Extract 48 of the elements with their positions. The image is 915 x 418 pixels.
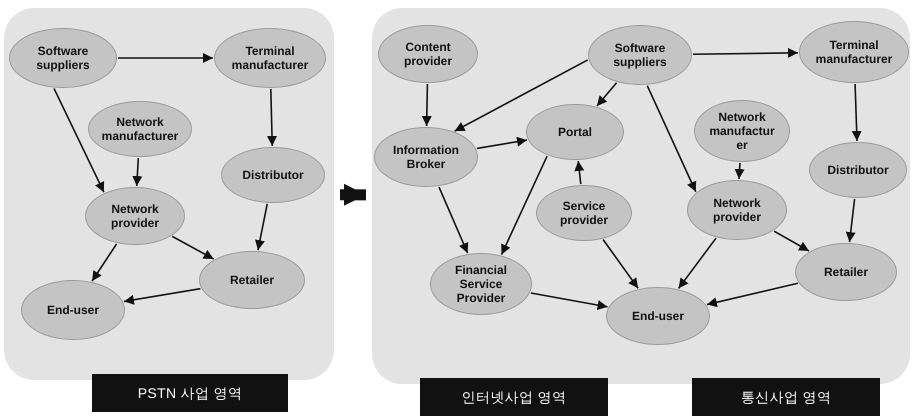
arrow: [124, 288, 200, 305]
node-label: Network manufactur er: [708, 110, 776, 152]
arrow: [596, 82, 618, 107]
arrow: [678, 238, 717, 289]
arrow: [340, 184, 366, 206]
arrow: [118, 53, 213, 63]
arrow: [574, 160, 584, 184]
node-label: Information Broker: [392, 143, 460, 171]
node-label: Software suppliers: [35, 44, 91, 72]
node-label: Network provider: [110, 202, 160, 230]
arrow: [500, 156, 548, 255]
node-label: Terminal manufacturer: [230, 44, 310, 72]
region-label: 통신사업 영역: [692, 378, 880, 416]
node-label: Distributor: [827, 163, 889, 177]
node-label: End-user: [632, 309, 684, 323]
arrow: [267, 88, 277, 146]
node-label: Distributor: [242, 168, 304, 182]
arrow: [438, 186, 468, 254]
arrow: [422, 84, 432, 126]
arrow: [692, 48, 798, 58]
arrow: [132, 158, 142, 186]
arrow: [774, 230, 810, 252]
node-label: Software suppliers: [612, 41, 668, 69]
node-label: Retailer: [230, 273, 274, 287]
arrow: [852, 84, 862, 142]
arrow: [706, 282, 798, 308]
node-label: Service provider: [558, 199, 609, 227]
node-label: Network manufacturer: [101, 115, 179, 143]
arrow: [646, 85, 697, 192]
node-label: Terminal manufacturer: [814, 38, 894, 66]
arrow: [602, 239, 639, 289]
arrow: [255, 204, 268, 250]
region-label: 인터넷사업 영역: [420, 378, 608, 416]
arrow: [476, 136, 528, 150]
arrow: [172, 236, 214, 260]
arrow: [734, 162, 745, 180]
arrow: [530, 292, 608, 310]
arrow: [91, 243, 118, 282]
arrow: [53, 88, 105, 193]
node-label: Retailer: [824, 265, 868, 279]
node-label: End-user: [46, 303, 99, 317]
arrow: [454, 59, 588, 132]
arrow: [846, 198, 856, 242]
node-label: Content provider: [402, 40, 453, 68]
region-label: PSTN 사업 영역: [92, 374, 288, 412]
node-label: Network provider: [712, 196, 762, 224]
node-label: Financial Service Provider: [454, 263, 508, 305]
node-label: Portal: [558, 125, 592, 139]
